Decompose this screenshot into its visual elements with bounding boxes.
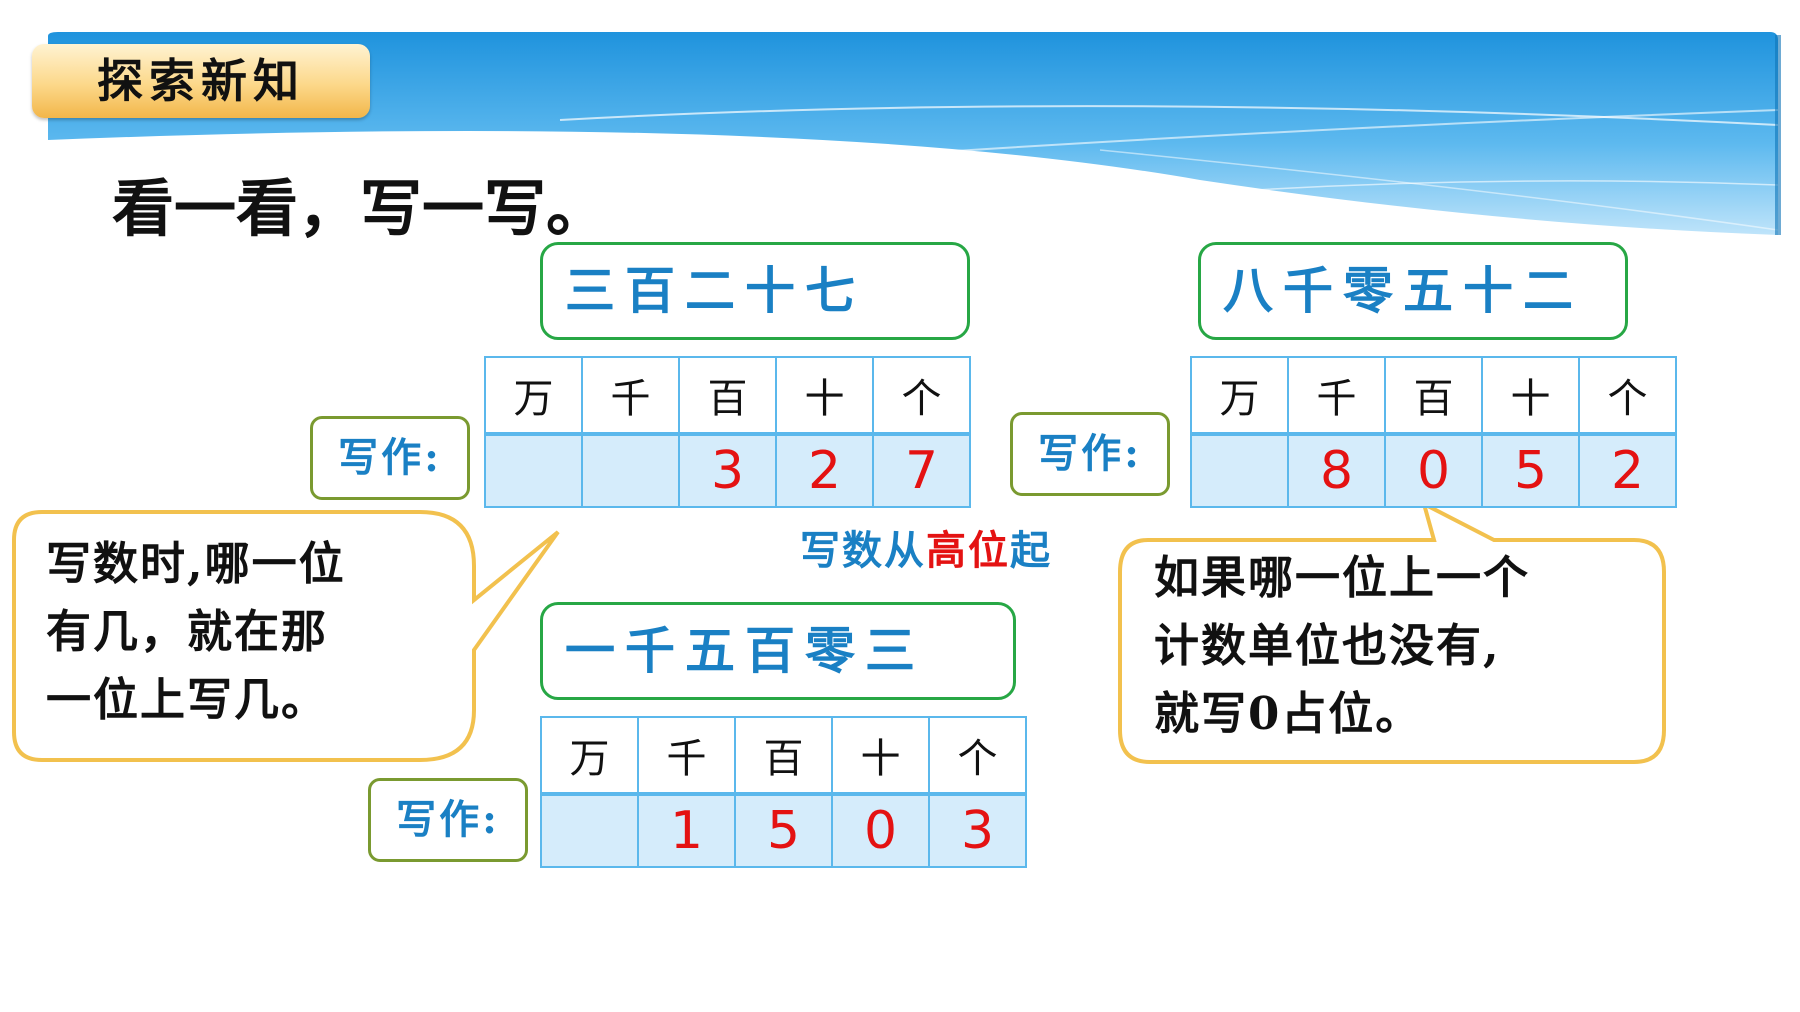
digit-cell-bai: 5 <box>734 793 833 868</box>
digit-cell-ge: 2 <box>1578 433 1677 508</box>
right-bubble-text: 如果哪一位上一个 计数单位也没有, 就写0占位。 <box>1154 544 1530 748</box>
place-header-shi: 十 <box>775 356 874 435</box>
place-header-wan: 万 <box>1190 356 1289 435</box>
place-header-wan: 万 <box>540 716 639 795</box>
digit-cell-bai: 0 <box>1384 433 1483 508</box>
left-bubble-line: 一位上写几。 <box>46 673 329 726</box>
right-bubble-line: 计数单位也没有, <box>1154 619 1501 672</box>
section-tag: 探索新知 <box>32 44 370 118</box>
place-header-ge: 个 <box>872 356 971 435</box>
exercise-1-write-label: 写作: <box>310 416 470 500</box>
digit-cell-shi: 2 <box>775 433 874 508</box>
place-header-ge: 个 <box>1578 356 1677 435</box>
place-header-qian: 千 <box>637 716 736 795</box>
place-header-shi: 十 <box>1481 356 1580 435</box>
digit-cell-ge: 7 <box>872 433 971 508</box>
exercise-3-write-label: 写作: <box>368 778 528 862</box>
place-header-ge: 个 <box>928 716 1027 795</box>
place-header-qian: 千 <box>1287 356 1386 435</box>
place-header-wan: 万 <box>484 356 583 435</box>
left-bubble-text: 写数时,哪一位 有几，就在那 一位上写几。 <box>46 530 346 734</box>
hint-highlight: 高位 <box>926 527 1010 574</box>
digit-cell-wan <box>540 793 639 868</box>
left-bubble-line: 写数时,哪一位 <box>46 537 346 590</box>
digit-cell-shi: 0 <box>831 793 930 868</box>
place-header-bai: 百 <box>1384 356 1483 435</box>
left-speech-bubble <box>12 510 560 762</box>
header-banner <box>48 32 1781 235</box>
left-bubble-line: 有几，就在那 <box>46 605 329 658</box>
exercise-3-place-value-table: 万 千 百 十 个 1 5 0 3 <box>540 716 1027 868</box>
hint-prefix: 写数从 <box>800 527 926 574</box>
place-header-shi: 十 <box>831 716 930 795</box>
place-header-bai: 百 <box>678 356 777 435</box>
exercise-3-number-words: 一千五百零三 <box>540 602 1016 700</box>
section-tag-label: 探索新知 <box>97 54 305 108</box>
place-header-qian: 千 <box>581 356 680 435</box>
digit-cell-wan <box>1190 433 1289 508</box>
place-header-bai: 百 <box>734 716 833 795</box>
exercise-2-write-label: 写作: <box>1010 412 1170 496</box>
hint-suffix: 起 <box>1010 527 1052 574</box>
digit-cell-bai: 3 <box>678 433 777 508</box>
digit-cell-qian: 1 <box>637 793 736 868</box>
digit-cell-shi: 5 <box>1481 433 1580 508</box>
digit-cell-wan <box>484 433 583 508</box>
digit-cell-ge: 3 <box>928 793 1027 868</box>
instruction-heading: 看一看，写一写。 <box>112 172 609 245</box>
right-bubble-line: 如果哪一位上一个 <box>1154 551 1531 604</box>
exercise-1-number-words: 三百二十七 <box>540 242 970 340</box>
exercise-2-place-value-table: 万 千 百 十 个 8 0 5 2 <box>1190 356 1677 508</box>
right-speech-bubble <box>1118 500 1666 764</box>
writing-hint: 写数从高位起 <box>800 518 1052 576</box>
exercise-2-number-words: 八千零五十二 <box>1198 242 1628 340</box>
right-bubble-line: 就写0占位。 <box>1154 687 1423 740</box>
digit-cell-qian: 8 <box>1287 433 1386 508</box>
exercise-1-place-value-table: 万 千 百 十 个 3 2 7 <box>484 356 971 508</box>
digit-cell-qian <box>581 433 680 508</box>
